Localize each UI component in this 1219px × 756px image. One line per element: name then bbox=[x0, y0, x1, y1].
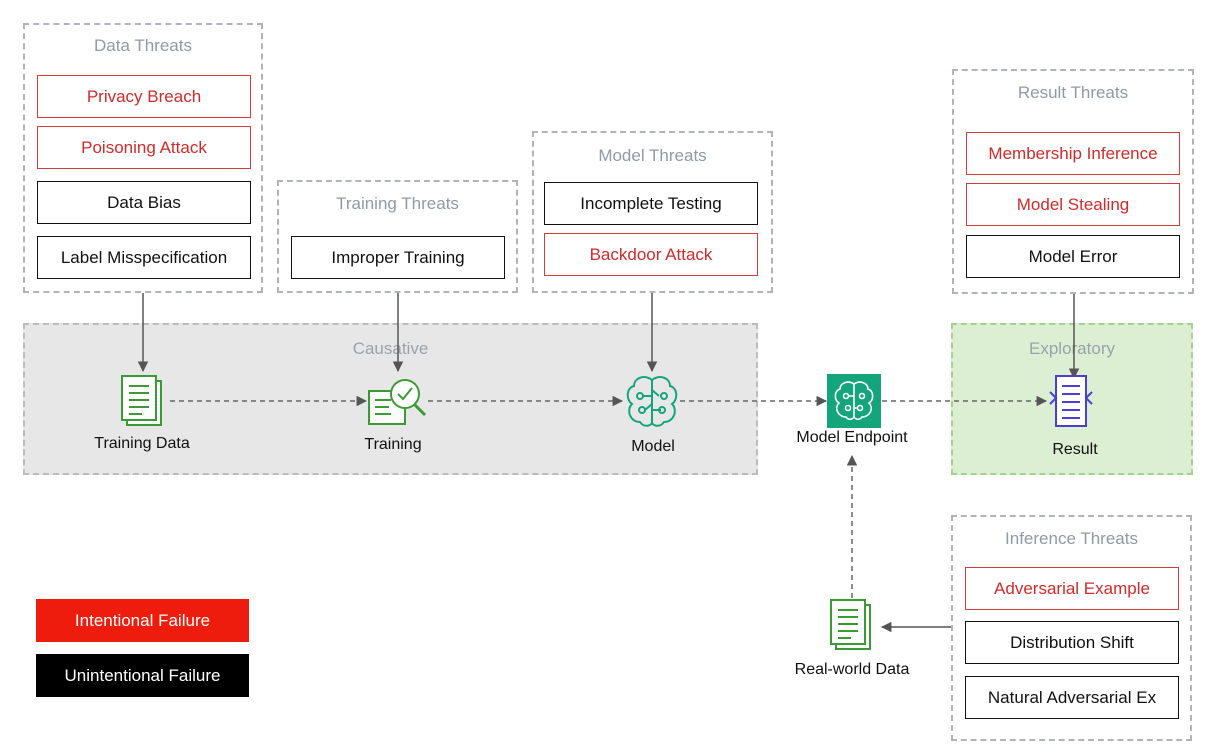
result-label: Result bbox=[1052, 441, 1098, 458]
adversarial-example-box: Adversarial Example bbox=[965, 567, 1179, 610]
training-data-label: Training Data bbox=[94, 435, 190, 452]
exploratory-stage: Exploratory bbox=[951, 323, 1193, 475]
training-threats-title: Training Threats bbox=[336, 194, 459, 213]
training-data-document-icon bbox=[121, 375, 162, 426]
realworld-document-icon bbox=[830, 599, 871, 650]
legend-intentional-failure: Intentional Failure bbox=[36, 599, 249, 642]
legend-unintentional-failure: Unintentional Failure bbox=[36, 654, 249, 697]
label-misspecification-box: Label Misspecification bbox=[37, 236, 251, 279]
result-threats-title: Result Threats bbox=[1017, 83, 1129, 102]
model-threats-group: Model Threats Incomplete Testing Backdoo… bbox=[532, 131, 773, 293]
result-threats-group: Result Threats Membership Inference Mode… bbox=[952, 69, 1194, 294]
training-magnifier-check-icon bbox=[368, 379, 427, 425]
incomplete-testing-box: Incomplete Testing bbox=[544, 182, 758, 225]
causative-stage-title: Causative bbox=[352, 339, 429, 358]
inference-threats-group: Inference Threats Adversarial Example Di… bbox=[951, 515, 1192, 741]
exploratory-stage-title: Exploratory bbox=[1029, 339, 1115, 358]
data-bias-box: Data Bias bbox=[37, 181, 251, 224]
inference-threats-title: Inference Threats bbox=[1005, 529, 1138, 548]
natural-adversarial-ex-box: Natural Adversarial Ex bbox=[965, 676, 1179, 719]
model-endpoint-label: Model Endpoint bbox=[796, 429, 908, 446]
data-threats-title: Data Threats bbox=[94, 36, 192, 55]
training-threats-group: Training Threats Improper Training bbox=[277, 180, 518, 293]
distribution-shift-box: Distribution Shift bbox=[965, 621, 1179, 664]
data-threats-group: Data Threats Privacy Breach Poisoning At… bbox=[23, 23, 263, 293]
realworld-data-label: Real-world Data bbox=[794, 661, 910, 678]
model-stealing-box: Model Stealing bbox=[966, 183, 1180, 226]
improper-training-box: Improper Training bbox=[291, 236, 505, 279]
backdoor-attack-box: Backdoor Attack bbox=[544, 233, 758, 276]
model-threats-title: Model Threats bbox=[598, 146, 707, 165]
model-label: Model bbox=[631, 438, 675, 455]
model-brain-circuit-icon bbox=[626, 376, 678, 427]
membership-inference-box: Membership Inference bbox=[966, 132, 1180, 175]
poisoning-attack-box: Poisoning Attack bbox=[37, 126, 251, 169]
model-error-box: Model Error bbox=[966, 235, 1180, 278]
model-endpoint-brain-icon bbox=[827, 374, 881, 428]
training-label: Training bbox=[364, 436, 422, 453]
result-document-icon bbox=[1049, 375, 1093, 427]
privacy-breach-box: Privacy Breach bbox=[37, 75, 251, 118]
